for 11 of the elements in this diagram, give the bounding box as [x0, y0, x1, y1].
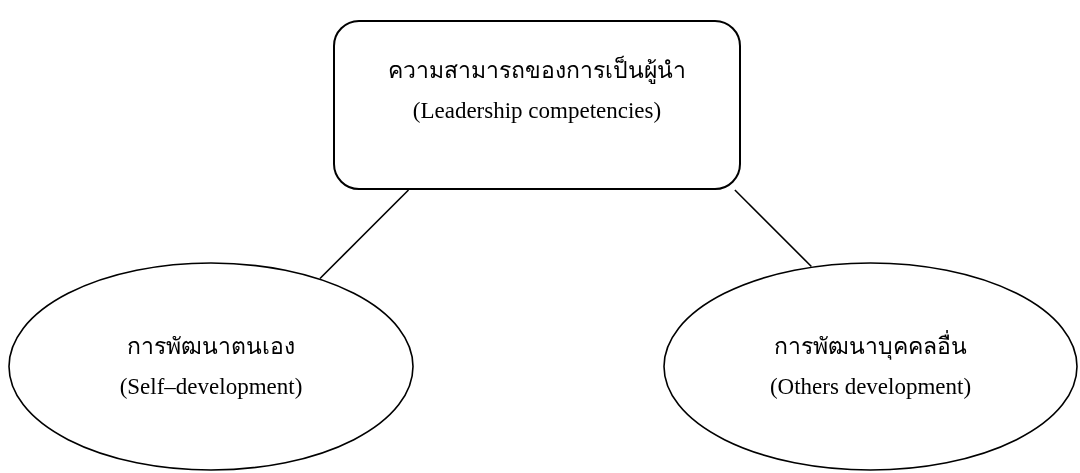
ellipse-node: [8, 262, 414, 471]
node-subtitle: (Self–development): [119, 372, 303, 401]
node-title: ความสามารถของการเป็นผู้นำ: [388, 57, 686, 85]
node-title: การพัฒนาตนเอง: [127, 332, 295, 361]
connector-line: [734, 189, 813, 268]
node-subtitle: (Others development): [769, 372, 972, 401]
node-subtitle: (Leadership competencies): [412, 97, 662, 125]
ellipse-node: [663, 262, 1078, 471]
connector-line: [319, 189, 410, 280]
rounded-box: [333, 20, 741, 190]
node-title: การพัฒนาบุคคลอื่น: [774, 332, 967, 361]
